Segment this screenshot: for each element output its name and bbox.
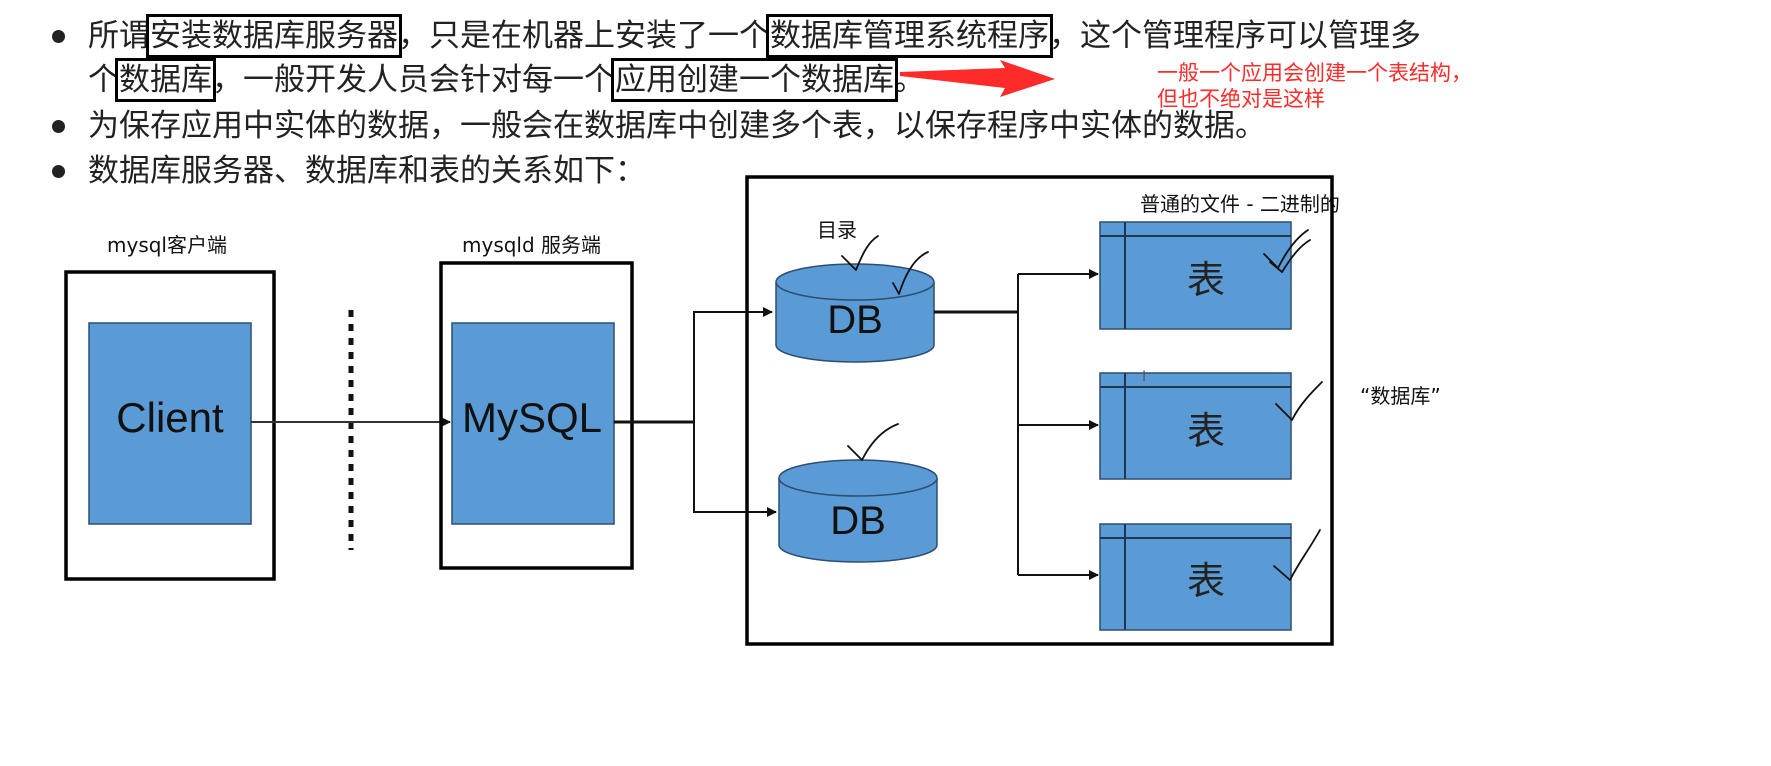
db-cylinder-2: DB [778, 459, 938, 563]
table-box-1: 表 [1099, 221, 1292, 330]
server-db1-link [693, 307, 773, 422]
server-label: MySQL [462, 394, 602, 441]
side-note: “数据库” [1360, 384, 1441, 408]
server-frame [439, 261, 634, 570]
boxed-term-database: 数据库 [115, 58, 216, 102]
server-db2-link [693, 422, 777, 517]
db-cylinder-1: DB [775, 263, 935, 363]
bullet-dot-2 [52, 120, 65, 133]
storage-frame [745, 175, 1334, 646]
client-box [88, 322, 252, 525]
bullet-dot-3 [52, 165, 65, 178]
table-box-2: 表 [1099, 372, 1292, 480]
table-label-1: 表 [1187, 258, 1225, 302]
file-caption: 普通的文件 - 二进制的 [1140, 192, 1340, 216]
annotation-line-2: 但也不绝对是这样 [1157, 87, 1325, 111]
annotation-arrow [900, 60, 1055, 97]
db-label-1: DB [827, 298, 883, 342]
annotation-line-1: 一般一个应用会创建一个表结构， [1157, 61, 1472, 85]
bullet-dot-1 [52, 30, 65, 43]
check-mark-icon [892, 251, 929, 295]
bullet-2: 为保存应用中实体的数据，一般会在数据库中创建多个表，以保存程序中实体的数据。 [88, 108, 1266, 144]
boxed-term-app-db: 应用创建一个数据库 [611, 58, 898, 102]
bullet-1-line-1: 所谓安装数据库服务器，只是在机器上安装了一个数据库管理系统程序，这个管理程序可以… [88, 14, 1421, 58]
client-caption: mysql客户端 [107, 233, 227, 257]
client-frame [64, 270, 276, 581]
dir-caption: 目录 [817, 218, 857, 242]
check-mark-icon [1273, 529, 1321, 581]
check-mark-icon [1269, 239, 1311, 273]
server-box [451, 322, 615, 525]
db-label-2: DB [830, 499, 886, 543]
table-box-3: 表 [1099, 523, 1292, 631]
bullet-1-text-c: ，这个管理程序可以管理多 [1049, 18, 1421, 54]
text-cursor-icon: I [1142, 369, 1146, 385]
client-label: Client [116, 394, 224, 441]
bullet-1-text-b: ，只是在机器上安装了一个 [398, 18, 770, 54]
check-mark-icon [841, 235, 879, 271]
boxed-term-dbms-program: 数据库管理系统程序 [766, 14, 1053, 58]
check-mark-icon [847, 423, 899, 461]
table-label-2: 表 [1187, 409, 1225, 453]
bullet-1-line-2: 个数据库，一般开发人员会针对每一个应用创建一个数据库。 [88, 58, 925, 102]
server-caption: mysqld 服务端 [462, 233, 602, 257]
bullet-1-text-e: ，一般开发人员会针对每一个 [212, 62, 615, 98]
check-mark-icon [1275, 381, 1323, 421]
boxed-term-install-db-server: 安装数据库服务器 [146, 14, 402, 58]
bullet-3: 数据库服务器、数据库和表的关系如下： [88, 153, 646, 189]
bullet-1-text-f: 。 [894, 62, 925, 98]
table-label-3: 表 [1187, 559, 1225, 603]
bullet-1-text-a: 所谓 [88, 18, 150, 54]
bullet-1-text-d: 个 [88, 62, 119, 98]
